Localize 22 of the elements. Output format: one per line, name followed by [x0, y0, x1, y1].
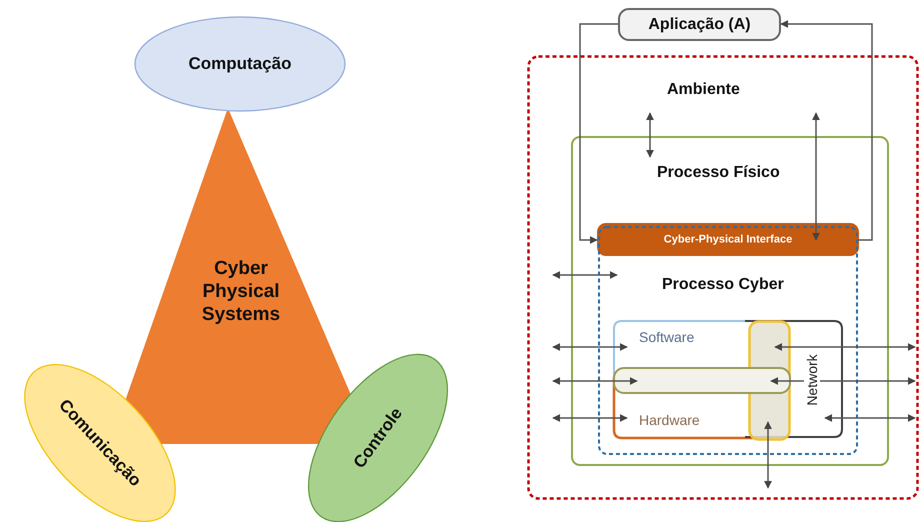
arrow — [774, 343, 916, 351]
region-label: Processo Físico — [657, 164, 780, 182]
arrow — [579, 23, 618, 244]
node-label: Aplicação (A) — [648, 15, 751, 34]
arrow — [552, 414, 628, 422]
arrow — [552, 271, 618, 279]
arrow — [812, 112, 820, 241]
bar-label: Cyber-Physical Interface — [664, 233, 792, 246]
box-label: Network — [804, 353, 820, 407]
box-label: Software — [639, 329, 694, 346]
arrow — [552, 343, 628, 351]
region-label: Processo Cyber — [662, 276, 784, 294]
arrow — [824, 414, 916, 422]
box-label: Hardware — [639, 412, 700, 428]
arrow — [646, 112, 654, 158]
arrow — [552, 377, 638, 385]
region-label: Ambiente — [667, 81, 740, 100]
arrow — [770, 377, 916, 385]
node-label: Computação — [188, 54, 292, 74]
arrow — [780, 20, 873, 241]
node-label: Cyber Physical Systems — [200, 258, 282, 326]
arrow — [764, 421, 772, 489]
